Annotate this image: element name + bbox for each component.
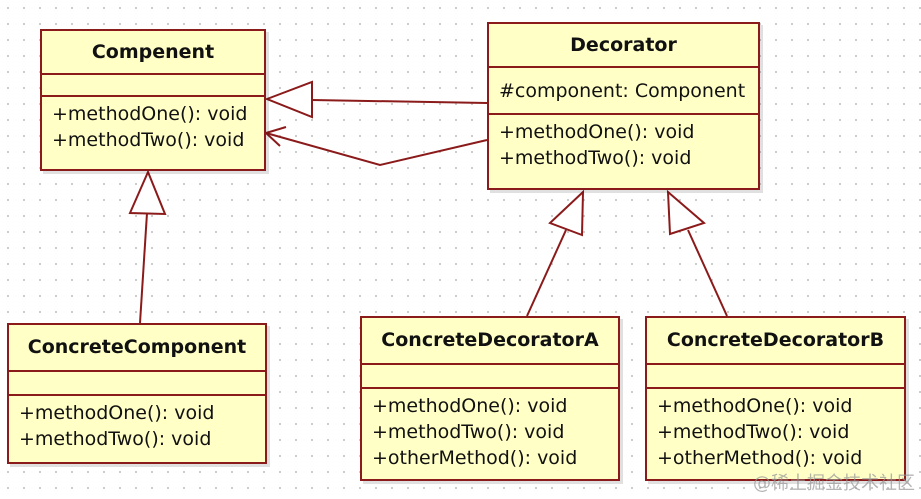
operation: +methodTwo(): void [657, 421, 850, 443]
operation: +methodOne(): void [657, 395, 853, 417]
class-compenent-name: Compenent [42, 31, 264, 75]
operation: +methodOne(): void [499, 121, 695, 143]
decorator-association-arrowhead [264, 126, 287, 147]
class-concrete-component-name: ConcreteComponent [9, 325, 265, 372]
class-decorator[interactable]: Decorator #component: Component +methodO… [487, 22, 760, 190]
concrete-decorator-b-generalization-arrowhead [666, 189, 707, 236]
class-concrete-decorator-b[interactable]: ConcreteDecoratorB +methodOne(): void +m… [645, 316, 906, 481]
class-concrete-decorator-a-name: ConcreteDecoratorA [362, 318, 618, 365]
operation: +methodOne(): void [52, 103, 248, 125]
concrete-decorator-a-generalization-arrowhead [548, 189, 585, 237]
concrete-decorator-a-generalization-line [526, 229, 567, 317]
operation: +otherMethod(): void [372, 447, 578, 469]
decorator-association-line [265, 132, 488, 167]
operation: +methodTwo(): void [52, 129, 245, 151]
class-decorator-name: Decorator [489, 24, 758, 68]
class-concrete-decorator-a[interactable]: ConcreteDecoratorA +methodOne(): void +m… [360, 316, 620, 481]
concrete-component-generalization-arrowhead [128, 169, 167, 216]
operation: +otherMethod(): void [657, 447, 863, 469]
class-concrete-component-operations: +methodOne(): void +methodTwo(): void [9, 396, 265, 452]
operation: +methodTwo(): void [499, 147, 692, 169]
class-concrete-decorator-b-attributes [647, 365, 904, 389]
class-concrete-component-attributes [9, 372, 265, 396]
attribute: #component: Component [499, 79, 746, 102]
operation: +methodTwo(): void [372, 421, 565, 443]
class-compenent-attributes [42, 75, 264, 97]
class-concrete-component[interactable]: ConcreteComponent +methodOne(): void +me… [7, 323, 267, 464]
concrete-component-generalization-line [139, 212, 148, 324]
class-concrete-decorator-a-attributes [362, 365, 618, 389]
operation: +methodOne(): void [372, 395, 568, 417]
operation: +methodOne(): void [19, 402, 215, 424]
watermark: @稀土掘金技术社区 [753, 473, 915, 494]
class-concrete-decorator-a-operations: +methodOne(): void +methodTwo(): void +o… [362, 389, 618, 471]
concrete-decorator-b-generalization-line [687, 229, 728, 317]
class-compenent[interactable]: Compenent +methodOne(): void +methodTwo(… [40, 29, 266, 171]
decorator-generalization-line [311, 99, 488, 104]
class-decorator-attributes: #component: Component [489, 68, 758, 115]
operation: +methodTwo(): void [19, 428, 212, 450]
class-concrete-decorator-b-name: ConcreteDecoratorB [647, 318, 904, 365]
decorator-generalization-arrowhead [264, 80, 313, 119]
class-decorator-operations: +methodOne(): void +methodTwo(): void [489, 115, 758, 171]
class-compenent-operations: +methodOne(): void +methodTwo(): void [42, 97, 264, 153]
class-concrete-decorator-b-operations: +methodOne(): void +methodTwo(): void +o… [647, 389, 904, 471]
